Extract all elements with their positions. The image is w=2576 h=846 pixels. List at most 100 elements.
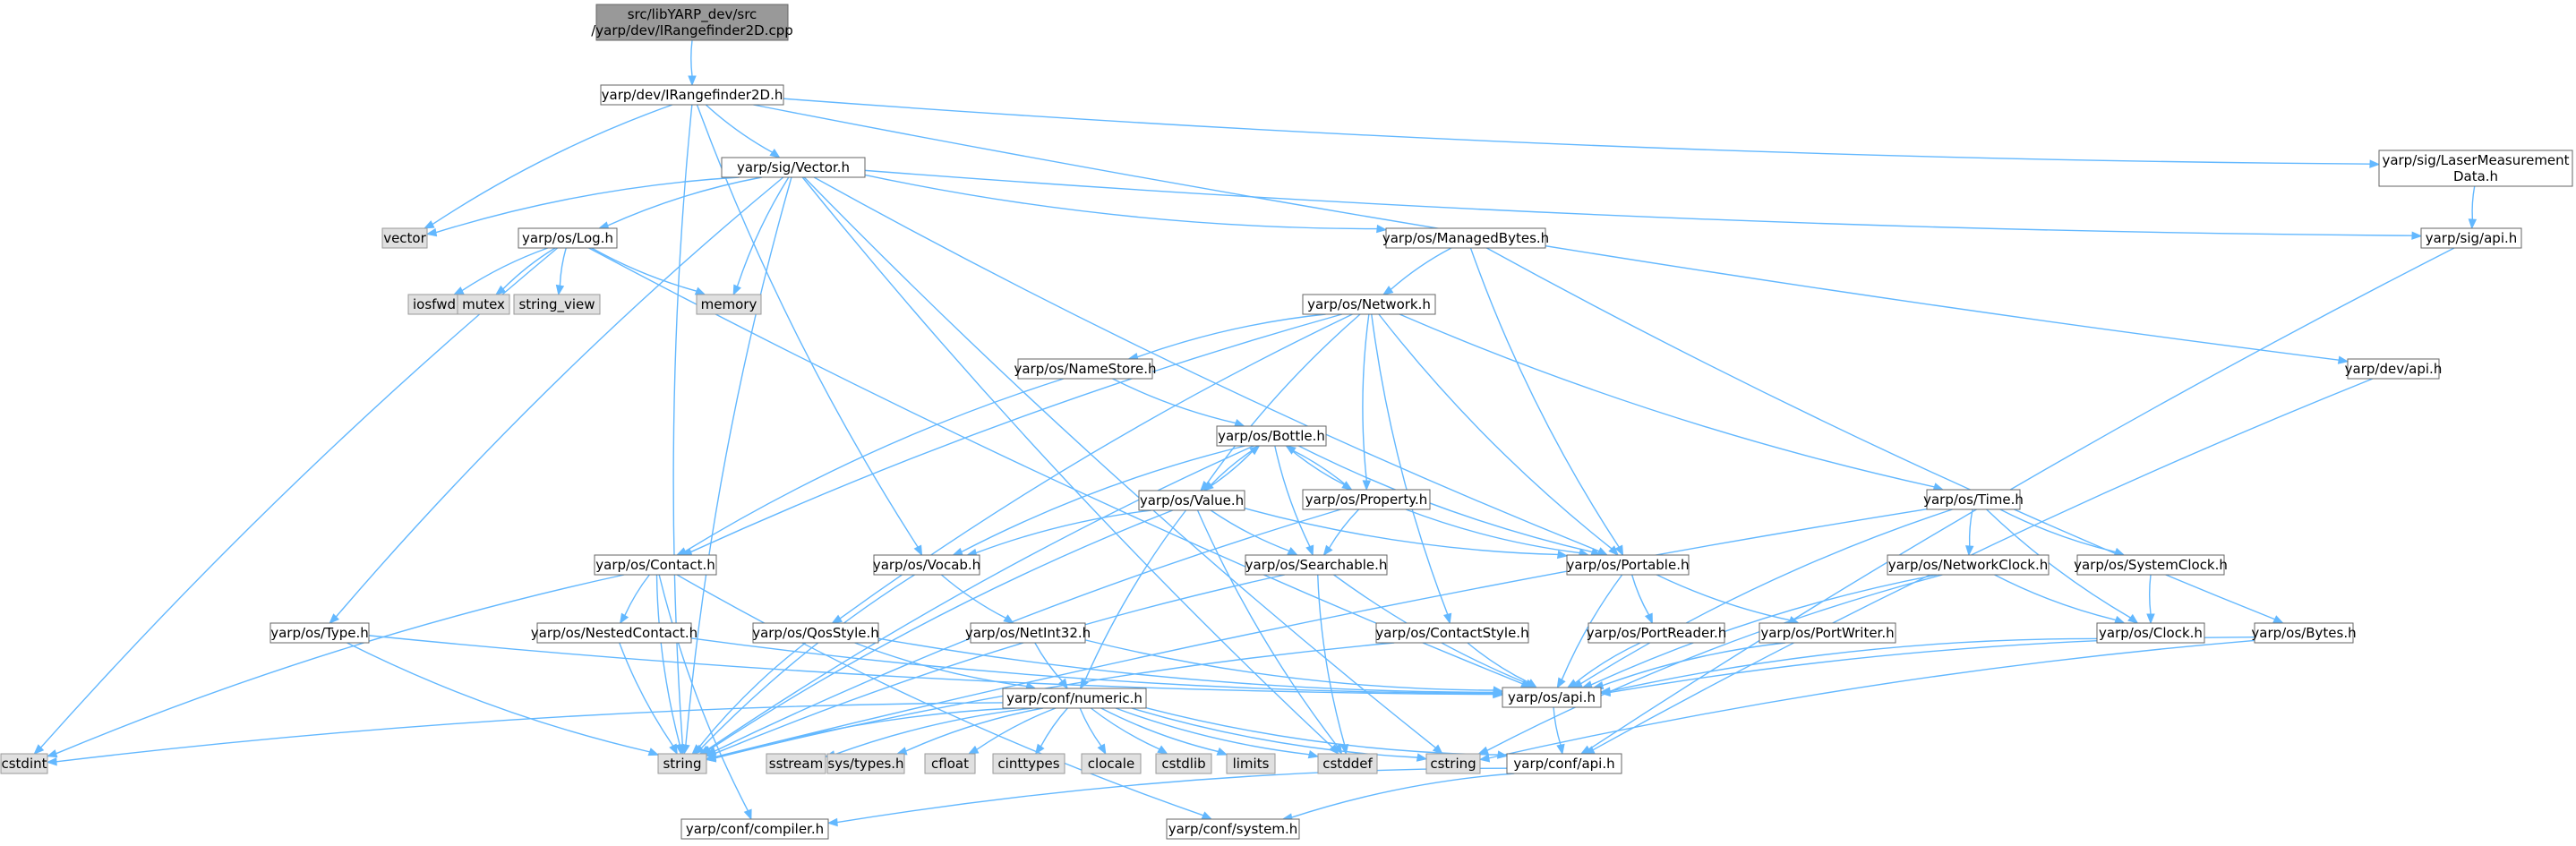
edge-line	[1131, 707, 1418, 758]
node-property[interactable]: yarp/os/Property.h	[1302, 489, 1431, 510]
node-systypes: sys/types.h	[826, 753, 905, 774]
node-cstring: cstring	[1425, 753, 1481, 774]
node-numeric[interactable]: yarp/conf/numeric.h	[1002, 688, 1147, 709]
node-logh[interactable]: yarp/os/Log.h	[518, 227, 618, 249]
node-label: yarp/os/Bottle.h	[1218, 428, 1325, 444]
edge-line	[1203, 450, 1254, 491]
node-irf[interactable]: yarp/dev/IRangefinder2D.h	[600, 84, 784, 106]
edge-line	[1590, 574, 1938, 686]
edge-line	[1274, 445, 1311, 547]
node-network[interactable]: yarp/os/Network.h	[1302, 294, 1436, 315]
node-label: Data.h	[2453, 168, 2498, 184]
node-box	[381, 227, 428, 249]
node-label: yarp/os/ManagedBytes.h	[1382, 230, 1549, 246]
node-label: string_view	[518, 296, 595, 313]
edge-line	[435, 176, 740, 234]
edge-vectorh-to-sigapi	[864, 169, 2423, 240]
edge-line	[676, 574, 1204, 816]
edge-logh-to-cstdint	[33, 247, 559, 755]
node-vector: vector	[381, 227, 428, 249]
edge-line	[690, 313, 1343, 553]
node-box	[826, 753, 905, 774]
edge-vectorh-to-typeh	[329, 176, 784, 624]
edge-netint-to-osapi	[1084, 639, 1504, 695]
edge-arrowhead	[1526, 679, 1538, 688]
edge-line	[684, 378, 1065, 552]
edge-line	[1592, 378, 2374, 751]
node-sigapi[interactable]: yarp/sig/api.h	[2420, 227, 2522, 249]
node-sysclock[interactable]: yarp/os/SystemClock.h	[2074, 554, 2228, 576]
node-qos[interactable]: yarp/os/QosStyle.h	[752, 622, 879, 644]
node-netint[interactable]: yarp/os/NetInt32.h	[965, 622, 1091, 644]
edge-line	[705, 104, 773, 153]
edge-time-to-netclock	[1965, 508, 1974, 557]
node-label: yarp/os/PortWriter.h	[1760, 625, 1894, 641]
edge-line	[1210, 509, 1290, 552]
node-contact[interactable]: yarp/os/Contact.h	[594, 554, 717, 576]
edge-line	[834, 707, 1033, 756]
node-vocab[interactable]: yarp/os/Vocab.h	[873, 554, 980, 576]
node-cstyle[interactable]: yarp/os/ContactStyle.h	[1375, 622, 1529, 644]
edge-arrowhead	[1362, 480, 1372, 491]
edge-numeric-to-sstream	[824, 707, 1033, 759]
node-namestore[interactable]: yarp/os/NameStore.h	[1014, 358, 1157, 380]
node-bottle[interactable]: yarp/os/Bottle.h	[1216, 425, 1327, 447]
node-confapi[interactable]: yarp/conf/api.h	[1506, 753, 1622, 774]
node-typeh[interactable]: yarp/os/Type.h	[270, 622, 370, 644]
node-managed[interactable]: yarp/os/ManagedBytes.h	[1382, 227, 1549, 249]
edge-cstyle-to-osapi	[1467, 642, 1538, 688]
edge-line	[1656, 574, 1791, 621]
node-box	[1081, 753, 1142, 774]
edge-line	[700, 574, 915, 749]
edge-arrowhead	[1614, 544, 1624, 557]
node-pwriter[interactable]: yarp/os/PortWriter.h	[1759, 622, 1896, 644]
node-preader[interactable]: yarp/os/PortReader.h	[1587, 622, 1727, 644]
node-label: yarp/sig/LaserMeasurement	[2382, 152, 2569, 168]
edge-line	[707, 445, 1254, 750]
node-bytes[interactable]: yarp/os/Bytes.h	[2251, 622, 2357, 644]
edge-line	[559, 247, 567, 286]
edge-value-to-cstddef	[1196, 509, 1343, 756]
edge-line	[708, 509, 1173, 750]
edge-arrowhead	[1305, 544, 1314, 557]
edge-numeric-to-confapi	[1145, 706, 1509, 759]
node-searchable[interactable]: yarp/os/Searchable.h	[1245, 554, 1388, 576]
edge-line	[801, 176, 1333, 748]
edge-netclock-to-clock	[1994, 574, 2126, 624]
edge-arrowhead	[2468, 218, 2478, 230]
edge-line	[1488, 639, 2255, 759]
node-netclock[interactable]: yarp/os/NetworkClock.h	[1887, 554, 2050, 576]
edge-arrowhead	[423, 220, 435, 229]
edge-line	[685, 176, 792, 746]
node-osapi[interactable]: yarp/os/api.h	[1502, 687, 1602, 708]
edge-line	[432, 104, 673, 226]
node-compiler[interactable]: yarp/conf/compiler.h	[680, 818, 829, 840]
node-system[interactable]: yarp/conf/system.h	[1166, 818, 1300, 840]
edge-line	[1602, 642, 1786, 687]
node-label: cfloat	[931, 756, 969, 772]
edge-line	[864, 174, 1378, 230]
edge-arrowhead	[1965, 545, 1974, 557]
node-label: string	[663, 756, 701, 772]
edge-line	[1298, 445, 1593, 553]
node-memory: memory	[696, 294, 762, 315]
node-vectorh[interactable]: yarp/sig/Vector.h	[721, 157, 866, 178]
edge-value-to-vocab	[965, 509, 1151, 558]
node-nested[interactable]: yarp/os/NestedContact.h	[531, 622, 697, 644]
edge-value-to-numeric	[1079, 509, 1187, 690]
node-value[interactable]: yarp/os/Value.h	[1138, 490, 1245, 511]
edge-arrowhead	[669, 743, 678, 756]
edge-vocab-to-string	[693, 574, 915, 755]
node-label: yarp/conf/system.h	[1168, 821, 1298, 837]
edge-namestore-to-contact	[675, 378, 1065, 556]
node-devapi[interactable]: yarp/dev/api.h	[2345, 358, 2443, 380]
node-clock[interactable]: yarp/os/Clock.h	[2096, 622, 2205, 644]
node-box	[1385, 227, 1546, 249]
node-portable[interactable]: yarp/os/Portable.h	[1566, 554, 1690, 576]
node-time[interactable]: yarp/os/Time.h	[1923, 489, 2024, 510]
edge-vectorh-to-memory	[732, 176, 790, 296]
edge-line	[56, 574, 625, 755]
node-label: yarp/os/Portable.h	[1567, 557, 1690, 573]
edge-network-to-namestore	[1127, 313, 1326, 362]
